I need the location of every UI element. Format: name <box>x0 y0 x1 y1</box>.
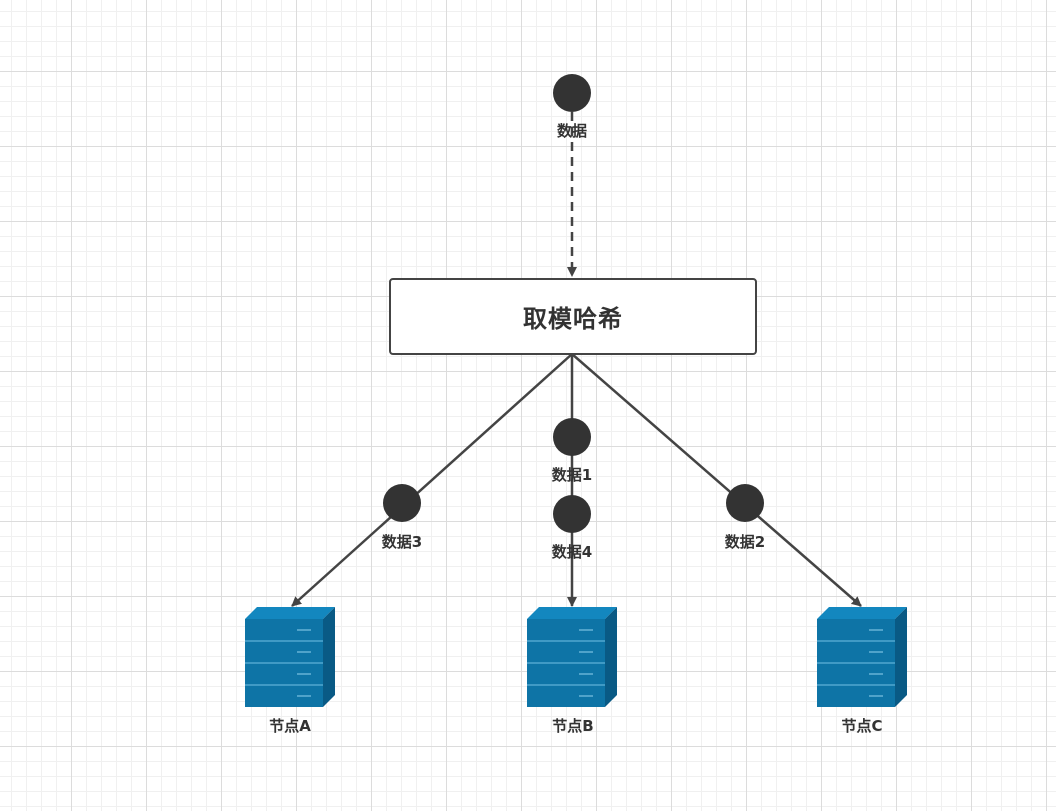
data3-label: 数据3 <box>381 533 423 551</box>
data3-dot <box>383 484 421 522</box>
hash-to-node-a-arrow <box>291 353 573 607</box>
server-icon <box>816 606 908 708</box>
node-c-label: 节点C <box>841 717 883 735</box>
data2-dot <box>726 484 764 522</box>
server-icon <box>526 606 618 708</box>
data1-dot <box>553 418 591 456</box>
data4-dot <box>553 495 591 533</box>
node-a-label: 节点A <box>269 717 311 735</box>
data2-label: 数据2 <box>724 533 766 551</box>
source-data-dot <box>553 74 591 112</box>
data4-label: 数据4 <box>551 543 593 561</box>
data1-label: 数据1 <box>551 466 593 484</box>
hash-to-node-c-arrow <box>571 353 862 607</box>
modulo-hash-box: 取模哈希 <box>389 278 757 355</box>
node-b-label: 节点B <box>552 717 594 735</box>
source-data-label: 数据 <box>556 122 588 140</box>
hash-box-title: 取模哈希 <box>523 305 623 333</box>
server-icon <box>244 606 336 708</box>
